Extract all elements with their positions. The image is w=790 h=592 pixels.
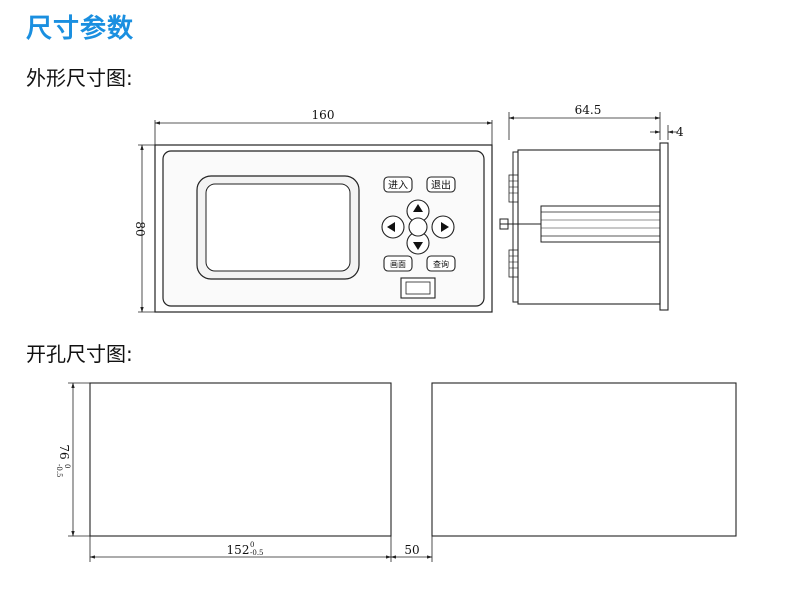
outline-section-title: 外形尺寸图:	[26, 66, 133, 90]
svg-text:0: 0	[250, 541, 254, 549]
side-front-lip	[512, 151, 519, 303]
svg-text:-0.5: -0.5	[250, 549, 264, 557]
page-title: 尺寸参数	[26, 14, 135, 44]
bezel-dimension-label: 4	[676, 125, 684, 139]
height-dimension-label: 80	[133, 221, 147, 236]
svg-text:76: 76	[57, 444, 71, 459]
front-bezel-outer	[154, 144, 493, 313]
exit-button	[426, 176, 456, 193]
exit-button-label: 退出	[431, 179, 451, 192]
right-soft-button	[426, 255, 456, 272]
cutout-section-title: 开孔尺寸图:	[26, 342, 133, 366]
front-view	[138, 120, 493, 313]
left-soft-button	[383, 255, 413, 272]
left-arrow-icon	[387, 222, 395, 232]
side-bezel	[659, 142, 669, 311]
cutout-right	[431, 382, 737, 537]
cutout-width-label: 152 0 -0.5	[227, 541, 264, 557]
right-soft-button-label: 查询	[433, 259, 449, 269]
svg-text:152: 152	[227, 543, 250, 557]
cutout-left	[89, 382, 392, 537]
enter-button-label: 进入	[388, 180, 408, 192]
cutout-height-label: 76 0 -0.5	[55, 444, 71, 477]
lcd-screen-inner	[205, 183, 351, 272]
left-soft-button-label: 画面	[390, 260, 406, 269]
clamp-screw-head	[499, 218, 509, 230]
down-arrow-icon	[413, 242, 423, 250]
width-dimension-label: 160	[312, 108, 335, 122]
svg-text:0: 0	[63, 464, 71, 468]
usb-port-inner	[405, 281, 431, 295]
cutout-view	[68, 382, 737, 562]
side-housing	[517, 149, 661, 305]
svg-text:-0.5: -0.5	[55, 464, 63, 478]
cutout-gap-label: 50	[404, 543, 419, 557]
mounting-clamp	[540, 205, 661, 243]
side-view	[499, 112, 678, 311]
nav-center-button	[408, 217, 428, 237]
up-arrow-icon	[413, 204, 423, 212]
right-arrow-icon	[441, 222, 449, 232]
depth-dimension-label: 64.5	[575, 103, 602, 117]
enter-button	[383, 176, 413, 193]
